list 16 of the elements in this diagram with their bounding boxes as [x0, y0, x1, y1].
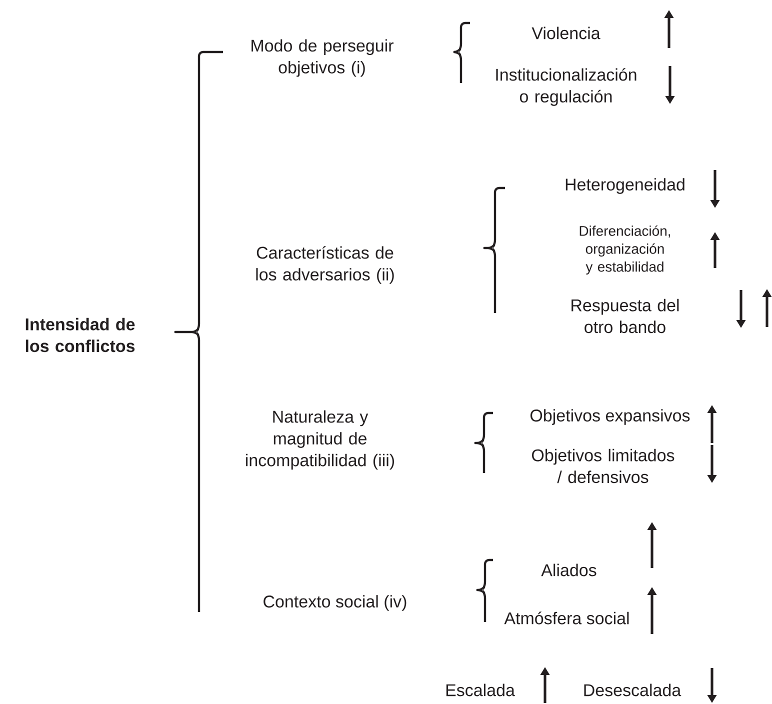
item-label: Diferenciación, organización y estabilidad [580, 225, 670, 275]
key-label: Escalada [446, 684, 515, 696]
item-label: Atmósfera social [504, 612, 629, 624]
item-label: Heterogeneidad [566, 178, 684, 194]
item-label: Respuesta del otro bando [572, 298, 679, 334]
category-label: Contexto social (iv) [264, 595, 406, 611]
category-label: Naturaleza y magnitud de incompatibilidad (iii) [246, 410, 394, 470]
item-label: Objetivos limitados / defensivos [532, 448, 674, 484]
category-label: Modo de perseguir objetivos (i) [252, 39, 394, 77]
item-label: Institucionalización o regulación [496, 68, 636, 106]
key-label: Desescalada [584, 684, 682, 696]
heading-text: Intensidad de los conflictos [26, 318, 135, 352]
category-label: Características de los adversarios (ii) [256, 246, 394, 284]
item-label: Objetivos expansivos [530, 409, 690, 425]
item-label: Violencia [532, 26, 600, 40]
item-label: Aliados [541, 564, 596, 576]
